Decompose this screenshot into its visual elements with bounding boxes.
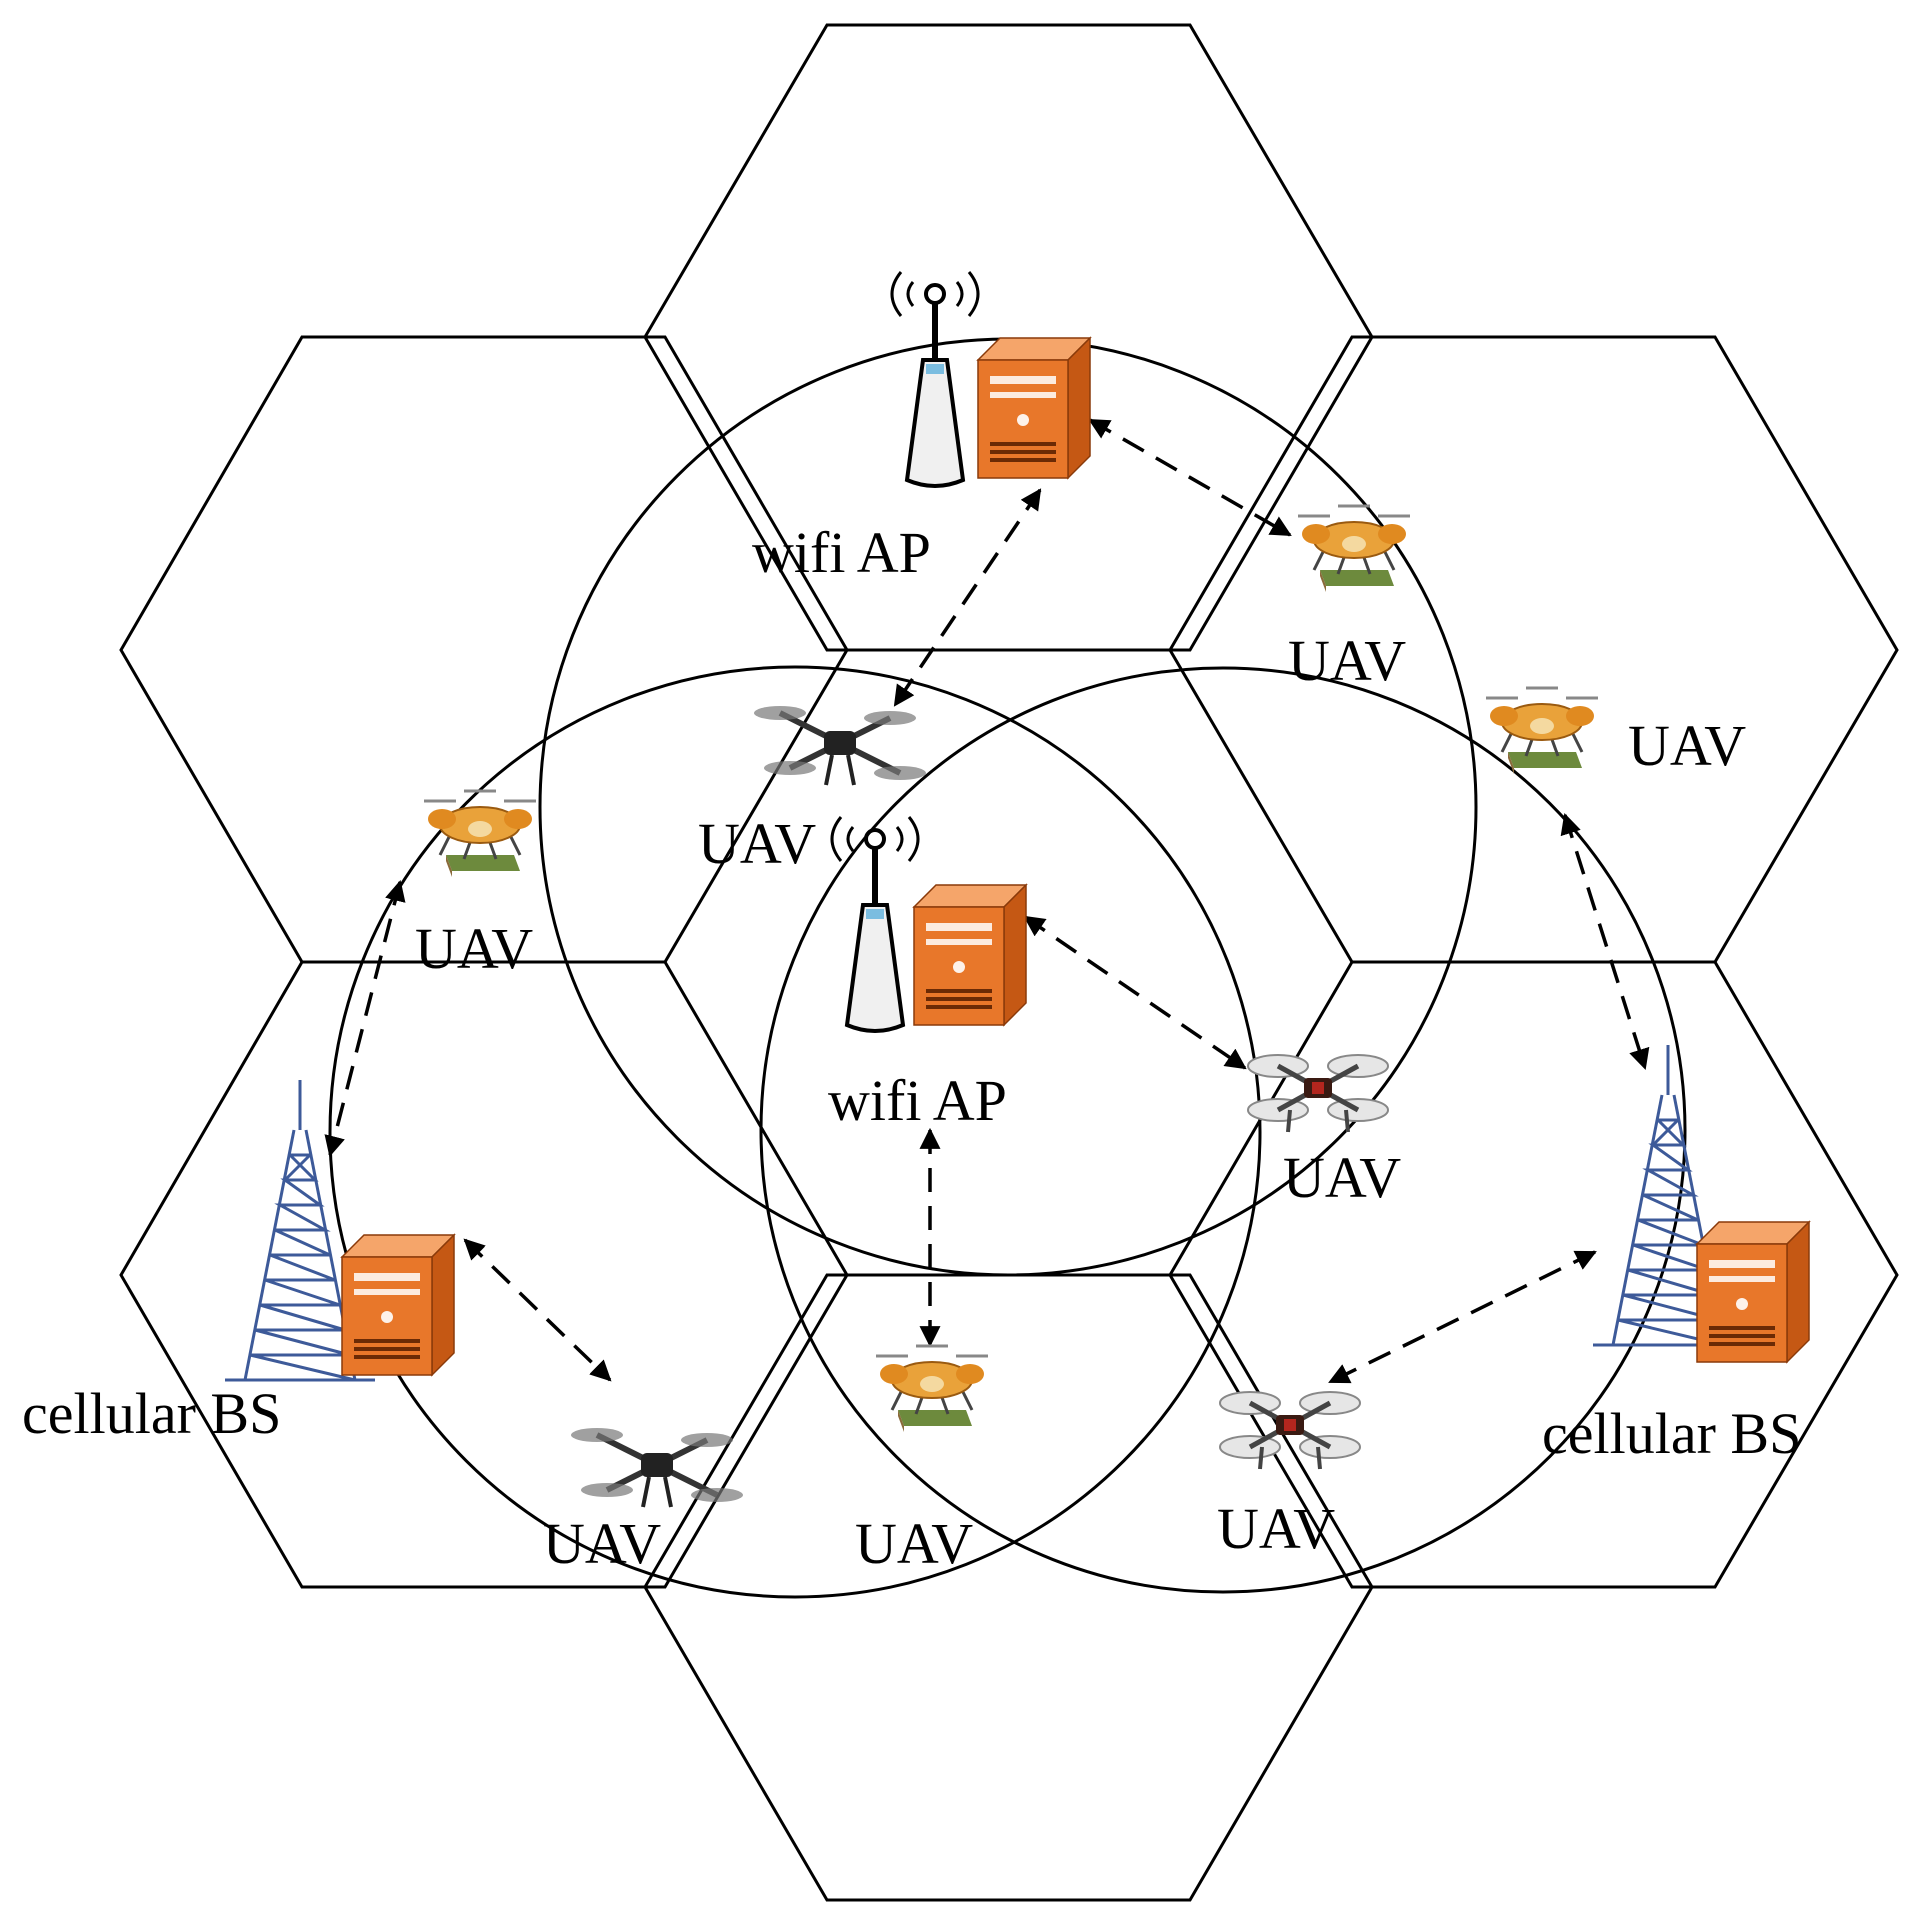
link-bs-right-to-uav-far-right	[1560, 812, 1650, 1071]
wifi-router-icon	[832, 817, 918, 1031]
link-bs-left-to-uav-left	[324, 879, 406, 1158]
uav-bottom-right-label: UAV	[1217, 1496, 1335, 1561]
drone-icon	[1220, 1392, 1360, 1469]
wifi-ap-center-label: wifi AP	[828, 1068, 1007, 1133]
uav-left-label: UAV	[415, 916, 533, 981]
server-icon	[977, 337, 1091, 479]
wifi-ap-top-label: wifi AP	[752, 520, 931, 585]
coverage-circle-left	[328, 665, 1262, 1599]
link-bs-left-to-uav-bottom-left	[463, 1238, 612, 1382]
wifi-ap-center	[832, 817, 1027, 1031]
uav-top-right-label: UAV	[1288, 628, 1406, 693]
coverage-circle-top	[538, 337, 1478, 1277]
link-wifi-top-to-uav-top-right	[1088, 418, 1292, 537]
drone-icon	[1296, 504, 1412, 594]
drone-icon	[1248, 1055, 1388, 1132]
hexagon-grid	[119, 23, 1899, 1902]
cellular-bs-right	[1591, 1043, 1810, 1363]
hex-cell-bottom	[643, 1273, 1374, 1902]
server-icon	[913, 884, 1027, 1026]
coverage-circle-right	[759, 666, 1687, 1594]
uav-bottom-left-label: UAV	[543, 1511, 661, 1576]
uav-center-right-label: UAV	[1283, 1145, 1401, 1210]
server-icon	[341, 1234, 455, 1376]
uav-bottom-center-label: UAV	[855, 1511, 973, 1576]
link-wifi-center-to-uav-center-right	[1023, 915, 1247, 1070]
drone-icon	[571, 1428, 743, 1507]
labels: wifi AP wifi AP cellular BS cellular BS …	[22, 520, 1801, 1576]
uav-far-right-label: UAV	[1628, 713, 1746, 778]
drone-icon	[874, 1344, 990, 1434]
drone-icon	[422, 789, 538, 879]
communication-links	[324, 418, 1650, 1384]
server-icon	[1696, 1221, 1810, 1363]
uav-upper-left-label: UAV	[698, 811, 816, 876]
wifi-router-icon	[892, 272, 978, 486]
link-wifi-top-to-uav-upper-left	[893, 488, 1042, 707]
hex-cell-upper-right	[1168, 335, 1899, 964]
link-bs-right-to-uav-bottom-right	[1328, 1250, 1597, 1384]
drone-icon	[754, 706, 926, 785]
cellular-bs-left-label: cellular BS	[22, 1381, 281, 1446]
hex-cell-lower-left	[119, 960, 849, 1589]
wifi-ap-top	[892, 272, 1091, 486]
cellular-bs-right-label: cellular BS	[1542, 1401, 1801, 1466]
